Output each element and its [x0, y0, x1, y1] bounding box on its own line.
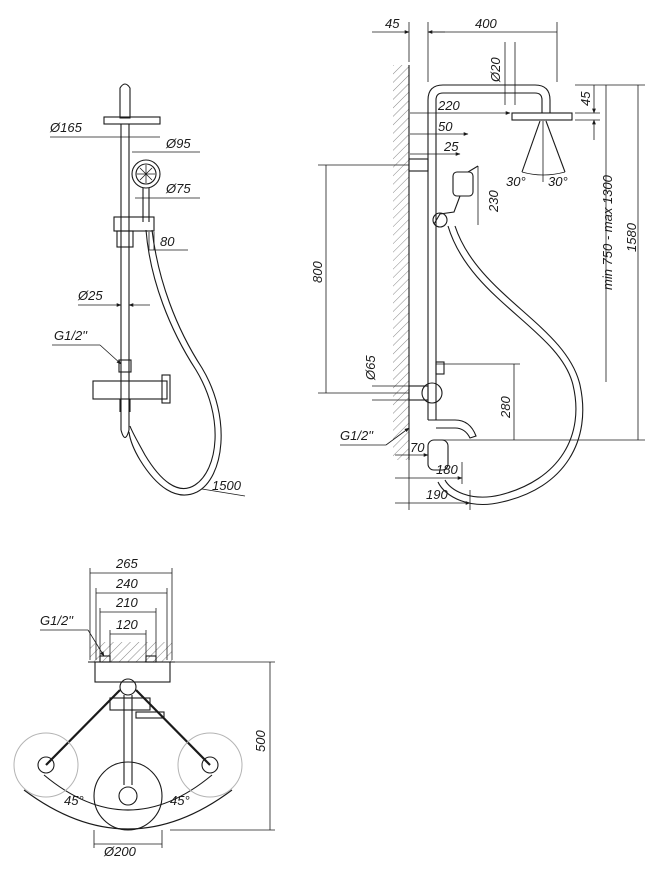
top-view: 45° 45° 265 240 210 120 G1/2'' 500 Ø200	[13, 556, 275, 859]
side-adjust-range-label: min 750 - max 1300	[600, 174, 615, 290]
top-dim-265: 265	[115, 556, 138, 571]
side-dim-190: 190	[426, 487, 448, 502]
front-hand-shower-inner-label: Ø75	[165, 181, 191, 196]
front-head-diameter-label: Ø165	[49, 120, 83, 135]
front-thread-label: G1/2''	[54, 328, 88, 343]
side-dim-800: 800	[310, 261, 325, 283]
side-thread-label: G1/2''	[340, 428, 374, 443]
front-view: Ø165 Ø95 Ø75 80 Ø25 G1/2'' 1500	[49, 83, 246, 497]
side-head-thickness-label: 45	[578, 91, 593, 106]
side-dim-70: 70	[410, 440, 425, 455]
side-dim-50: 50	[438, 119, 453, 134]
side-dim-220: 220	[437, 98, 460, 113]
front-hand-shower-diameter-label: Ø95	[165, 136, 191, 151]
top-angle-right: 45°	[170, 793, 190, 808]
side-dim-25: 25	[443, 139, 459, 154]
side-dim-180: 180	[436, 462, 458, 477]
side-spray-angle-right: 30°	[548, 174, 568, 189]
side-head-pipe-diameter-label: Ø20	[488, 57, 503, 83]
top-thread-label: G1/2''	[40, 613, 74, 628]
top-head-diameter-label: Ø200	[103, 844, 137, 859]
front-holder-offset-label: 80	[160, 234, 175, 249]
side-spray-angle-left: 30°	[506, 174, 526, 189]
side-arm-length-label: 400	[475, 16, 497, 31]
side-total-height-label: 1580	[624, 222, 639, 252]
top-angle-left: 45°	[64, 793, 84, 808]
side-dim-280: 280	[498, 396, 513, 419]
top-dim-210: 210	[115, 595, 138, 610]
front-pipe-diameter-label: Ø25	[77, 288, 103, 303]
top-dim-120: 120	[116, 617, 138, 632]
side-wall-offset-label: 45	[385, 16, 400, 31]
top-dim-240: 240	[115, 576, 138, 591]
side-dim-230: 230	[486, 190, 501, 213]
side-view: 30° 30° 45 400 Ø20 45	[310, 16, 645, 510]
front-hose-length-label: 1500	[212, 478, 242, 493]
top-depth-label: 500	[253, 730, 268, 752]
side-mixer-diameter-label: Ø65	[363, 355, 378, 381]
